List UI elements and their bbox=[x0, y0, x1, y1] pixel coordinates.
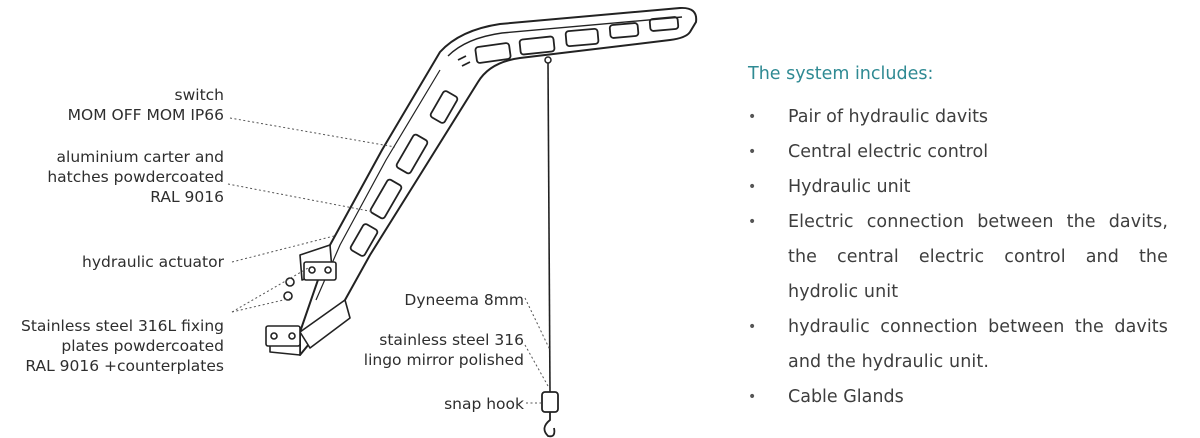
fixing-plates bbox=[265, 261, 337, 347]
callout-switch-line-1: switch bbox=[174, 86, 224, 104]
hatches bbox=[349, 16, 680, 257]
list-item: • hydraulic connection between the davits… bbox=[748, 310, 1168, 380]
callout-carter-line-1: aluminium carter and bbox=[56, 148, 224, 166]
callout-actuator: hydraulic actuator bbox=[82, 252, 224, 272]
leader-lines bbox=[227, 117, 551, 404]
list-item: • Pair of hydraulic davits bbox=[748, 100, 1168, 135]
callout-dyneema: Dyneema 8mm bbox=[404, 290, 524, 310]
snap-hook bbox=[541, 391, 559, 438]
list-item-text: Central electric control bbox=[788, 142, 989, 162]
list-item: • Hydraulic unit bbox=[748, 170, 1168, 205]
bullet-icon: • bbox=[748, 389, 757, 405]
callout-steel-line-1: stainless steel 316 bbox=[379, 331, 524, 349]
callout-plates-line-1: Stainless steel 316L fixing bbox=[21, 317, 224, 335]
list-item: • Cable Glands bbox=[748, 380, 1168, 415]
list-item-text: Cable Glands bbox=[788, 387, 904, 407]
callout-plates-line-2: plates powdercoated bbox=[61, 337, 224, 355]
system-title: The system includes: bbox=[748, 64, 934, 84]
callout-dyneema-line-1: Dyneema 8mm bbox=[404, 291, 524, 309]
callout-steel: stainless steel 316 lingo mirror polishe… bbox=[364, 330, 524, 370]
system-list: • Pair of hydraulic davits • Central elect… bbox=[748, 100, 1168, 415]
callout-steel-line-2: lingo mirror polished bbox=[363, 351, 524, 369]
callout-carter: aluminium carter and hatches powdercoate… bbox=[47, 147, 224, 207]
callout-plates-line-3: RAL 9016 +counterplates bbox=[25, 357, 224, 375]
callout-carter-line-3: RAL 9016 bbox=[150, 188, 224, 206]
bullet-icon: • bbox=[748, 214, 757, 230]
callout-carter-line-2: hatches powdercoated bbox=[47, 168, 224, 186]
bullet-icon: • bbox=[748, 179, 757, 195]
system-panel: The system includes: • Pair of hydraulic … bbox=[748, 62, 1168, 415]
callout-hook-line-1: snap hook bbox=[444, 395, 524, 413]
cable bbox=[544, 56, 552, 393]
callout-hook: snap hook bbox=[444, 394, 524, 414]
bullet-icon: • bbox=[748, 144, 757, 160]
list-item: • Central electric control bbox=[748, 135, 1168, 170]
list-item: • Electric connection between the davits,… bbox=[748, 205, 1168, 310]
bullet-icon: • bbox=[748, 319, 757, 335]
callout-actuator-line-1: hydraulic actuator bbox=[82, 253, 224, 271]
list-item-text: Electric connection between the davits, … bbox=[788, 212, 1168, 302]
callout-switch-line-2: MOM OFF MOM IP66 bbox=[67, 106, 224, 124]
callout-plates: Stainless steel 316L fixing plates powde… bbox=[21, 316, 224, 376]
callout-switch: switch MOM OFF MOM IP66 bbox=[68, 85, 224, 125]
bullet-icon: • bbox=[748, 109, 757, 125]
list-item-text: hydraulic connection between the davits … bbox=[788, 317, 1168, 372]
list-item-text: Pair of hydraulic davits bbox=[788, 107, 989, 127]
list-item-text: Hydraulic unit bbox=[788, 177, 911, 197]
